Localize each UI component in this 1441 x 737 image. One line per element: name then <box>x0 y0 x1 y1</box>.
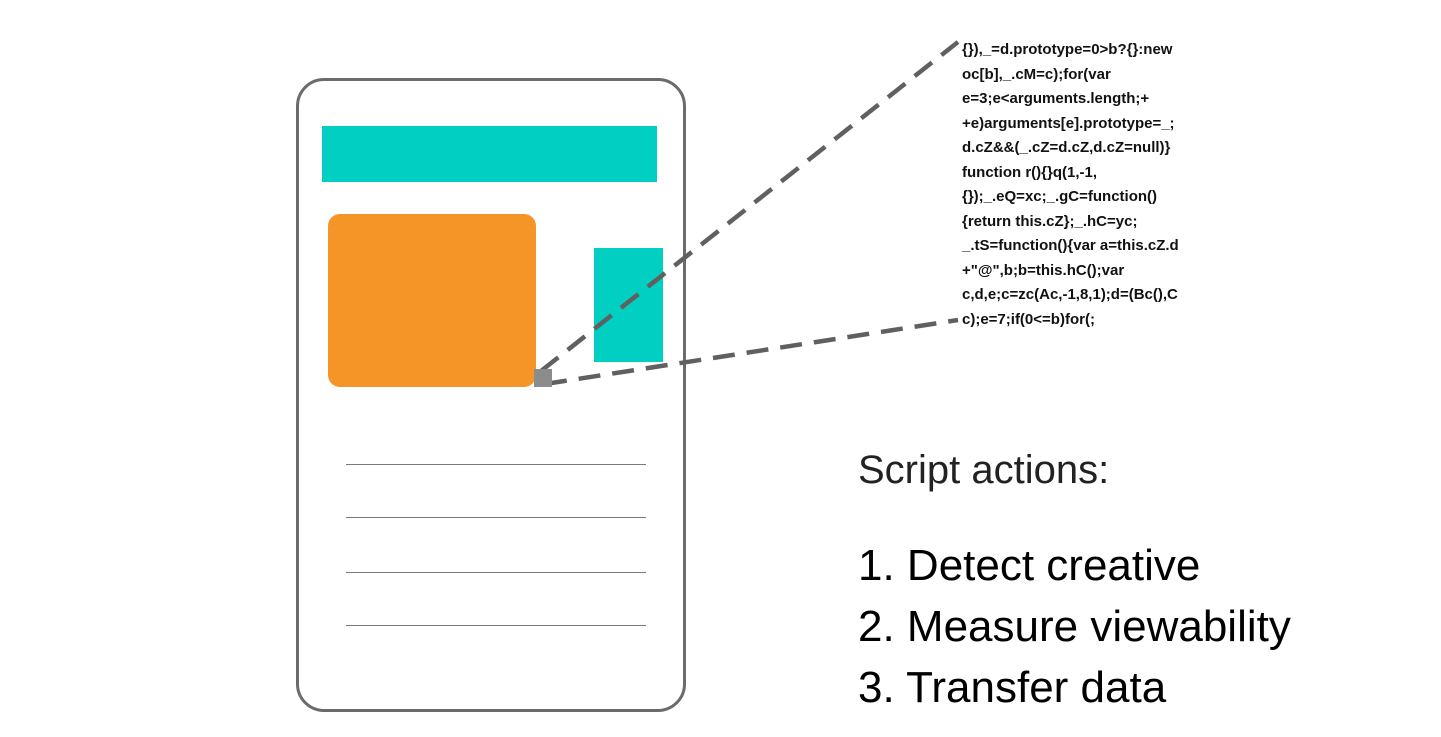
ad-creative <box>328 214 536 387</box>
code-line: c,d,e;c=zc(Ac,-1,8,1);d=(Bc(),C <box>962 286 1178 303</box>
tracking-pixel <box>534 369 552 387</box>
code-line: c);e=7;if(0<=b)for(; <box>962 310 1095 328</box>
script-code-snippet: {}),_=d.prototype=0>b?{}:new oc[b],_.cM=… <box>962 38 1262 332</box>
code-line: {});_.eQ=xc;_.gC=function() <box>962 188 1158 205</box>
code-line: {return this.cZ};_.hC=yc; <box>962 212 1138 230</box>
code-line: +e)arguments[e].prototype=_; <box>962 114 1175 132</box>
script-actions-heading: Script actions: <box>858 448 1110 492</box>
code-line: e=3;e<arguments.length;+ <box>962 90 1150 107</box>
code-line: _.tS=function(){var a=this.cZ.d <box>962 237 1179 254</box>
code-line: +"@",b;b=this.hC();var <box>962 261 1125 279</box>
content-text-line <box>346 517 646 518</box>
side-ad <box>594 248 663 362</box>
content-text-line <box>346 625 646 626</box>
content-text-line <box>346 464 646 465</box>
code-line: function r(){}q(1,-1, <box>962 163 1097 181</box>
script-actions-list: 1. Detect creative 2. Measure viewabilit… <box>858 535 1291 718</box>
action-item: 1. Detect creative <box>858 541 1201 590</box>
code-line: {}),_=d.prototype=0>b?{}:new <box>962 41 1173 58</box>
code-line: oc[b],_.cM=c);for(var <box>962 65 1111 83</box>
code-line: d.cZ&&(_.cZ=d.cZ,d.cZ=null)} <box>962 139 1171 156</box>
action-item: 2. Measure viewability <box>858 602 1291 651</box>
content-text-line <box>346 572 646 573</box>
action-item: 3. Transfer data <box>858 663 1167 712</box>
top-banner-ad <box>322 126 657 182</box>
